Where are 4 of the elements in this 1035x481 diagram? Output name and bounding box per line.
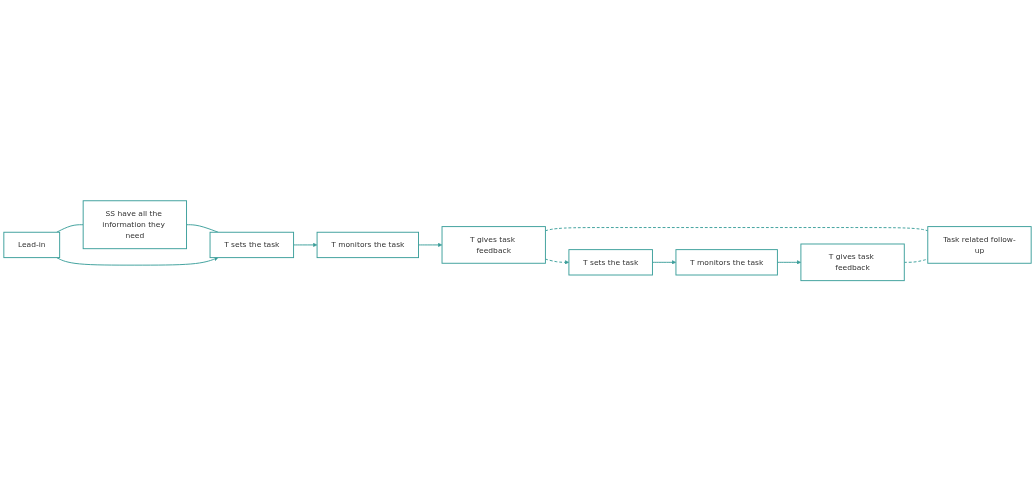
connector <box>56 224 84 233</box>
connector <box>544 226 929 232</box>
connector <box>903 258 929 263</box>
connector <box>186 224 219 233</box>
